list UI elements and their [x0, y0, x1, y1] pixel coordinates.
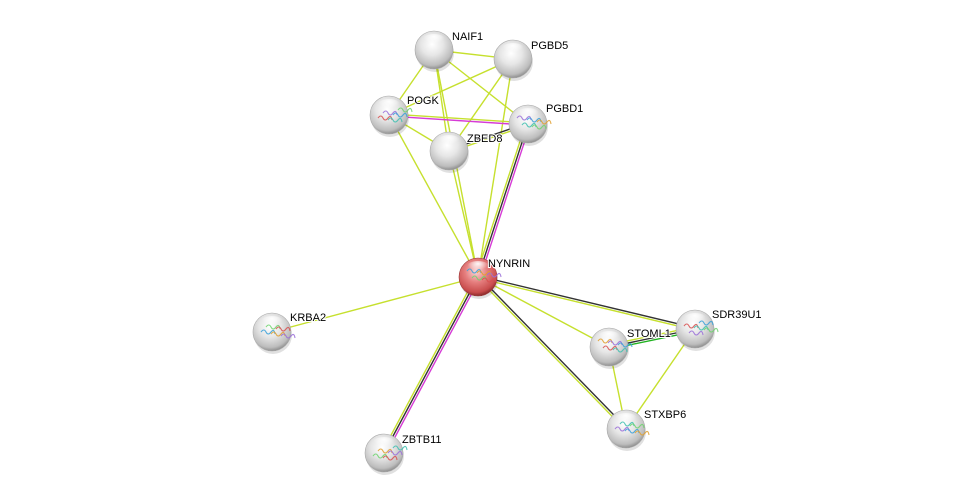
- edge-line-textmining: [388, 114, 479, 278]
- edge-line-coexpression: [478, 275, 628, 429]
- edge-line-textmining: [433, 49, 529, 125]
- edges-layer: [271, 49, 696, 455]
- node-label-pogk: POGK: [407, 95, 439, 107]
- edge-line-coexpression: [383, 276, 479, 454]
- node-label-pgbd5: PGBD5: [531, 40, 568, 52]
- edge-line-textmining: [477, 58, 514, 278]
- node-label-krba2: KRBA2: [290, 312, 326, 324]
- node-label-naif1: NAIF1: [452, 31, 483, 43]
- node-label-pgbd1: PGBD1: [546, 103, 583, 115]
- edge-nynrin-krba2[interactable]: [271, 276, 479, 333]
- edge-nynrin-pgbd1[interactable]: [475, 123, 531, 278]
- edge-line-textmining: [271, 276, 479, 333]
- edge-line-textmining: [388, 58, 514, 116]
- node-highlight: [260, 316, 284, 330]
- node-zbtb11[interactable]: [364, 433, 408, 475]
- node-highlight: [501, 43, 525, 57]
- edge-line-experiments: [388, 115, 528, 126]
- node-label-zbed8: ZBED8: [467, 133, 502, 145]
- node-highlight: [683, 313, 707, 327]
- edge-line-experiments: [385, 277, 481, 455]
- node-label-stoml1: STOML1: [627, 328, 671, 340]
- edge-line-textmining: [475, 123, 527, 277]
- edge-line-textmining: [477, 276, 610, 348]
- edge-line-textmining: [389, 113, 529, 124]
- node-highlight: [437, 135, 461, 149]
- node-highlight: [614, 413, 638, 427]
- edge-naif1-pgbd1[interactable]: [433, 49, 529, 125]
- node-highlight: [597, 331, 621, 345]
- node-label-zbtb11: ZBTB11: [402, 434, 442, 446]
- edge-line-textmining: [625, 328, 696, 430]
- edge-line-textmining: [381, 275, 477, 453]
- node-highlight: [466, 261, 490, 275]
- node-naif1[interactable]: [414, 30, 454, 72]
- edge-nynrin-stoml1[interactable]: [477, 276, 610, 348]
- edge-nynrin-zbed8[interactable]: [448, 150, 479, 278]
- edge-nynrin-stxbp6[interactable]: [476, 275, 628, 431]
- node-label-sdr39u1: SDR39U1: [712, 309, 762, 321]
- node-highlight: [377, 99, 401, 113]
- node-krba2[interactable]: [252, 312, 296, 354]
- node-label-nynrin: NYNRIN: [488, 258, 530, 270]
- edge-nynrin-pogk[interactable]: [388, 114, 479, 278]
- node-sdr39u1[interactable]: [675, 309, 719, 351]
- node-stoml1[interactable]: [589, 327, 633, 369]
- edge-nynrin-sdr39u1[interactable]: [477, 275, 696, 331]
- edge-line-textmining: [476, 277, 626, 431]
- node-stxbp6[interactable]: [606, 409, 650, 451]
- node-highlight: [516, 108, 540, 122]
- node-zbed8[interactable]: [429, 131, 469, 173]
- edge-nynrin-pgbd5[interactable]: [477, 58, 514, 278]
- node-pgbd5[interactable]: [493, 39, 533, 81]
- edge-line-experiments: [479, 124, 531, 278]
- node-highlight: [372, 437, 396, 451]
- node-highlight: [422, 34, 446, 48]
- edge-pogk-pgbd1[interactable]: [388, 113, 529, 126]
- edge-line-textmining: [448, 150, 479, 278]
- edge-nynrin-zbtb11[interactable]: [381, 275, 481, 455]
- node-pgbd1[interactable]: [508, 104, 552, 146]
- edge-line-coexpression: [477, 123, 529, 278]
- edge-sdr39u1-stxbp6[interactable]: [625, 328, 696, 430]
- edge-pgbd5-pogk[interactable]: [388, 58, 514, 116]
- node-nynrin[interactable]: [458, 257, 502, 299]
- edge-line-textmining: [477, 277, 695, 331]
- node-label-stxbp6: STXBP6: [644, 409, 686, 421]
- node-pogk[interactable]: [369, 95, 413, 137]
- edge-line-coexpression: [478, 275, 696, 329]
